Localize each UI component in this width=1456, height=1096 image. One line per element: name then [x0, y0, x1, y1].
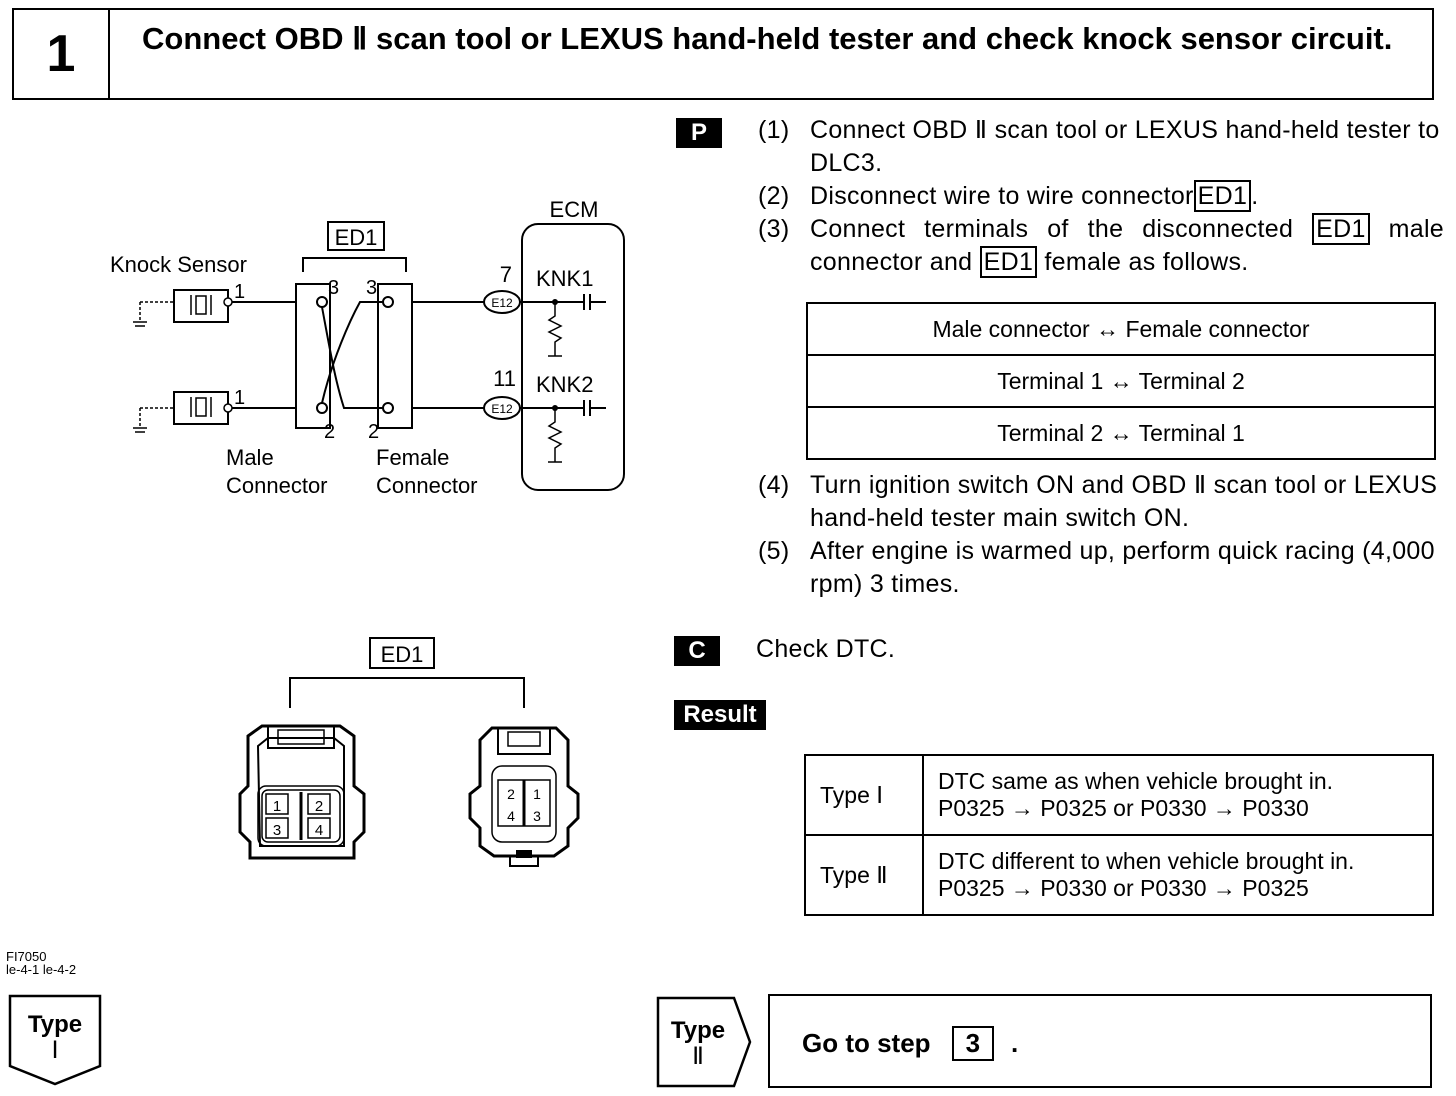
type-2-badge[interactable]: Type Ⅱ	[656, 996, 752, 1090]
svg-text:1: 1	[273, 798, 281, 815]
step-4: (4) Turn ignition switch ON and OBD Ⅱ sc…	[758, 471, 1438, 532]
male-connector-housing-icon	[238, 724, 366, 860]
step-5: (5) After engine is warmed up, perform q…	[758, 537, 1435, 598]
step-1: (1) Connect OBD Ⅱ scan tool or LEXUS han…	[758, 116, 1440, 177]
svg-text:2: 2	[315, 798, 323, 815]
result-type-cell: Type Ⅱ	[804, 834, 924, 916]
result-desc-cell: DTC different to when vehicle brought in…	[922, 834, 1434, 916]
male-connector-icon	[295, 283, 331, 429]
goto-step-box[interactable]: Go to step 3 .	[768, 994, 1432, 1088]
result-tag: Result	[674, 700, 766, 730]
connector-ed1-ref: ED1	[1312, 213, 1370, 245]
svg-text:4: 4	[507, 808, 515, 824]
ed1-label: ED1	[335, 225, 378, 250]
figure-code-line1: FI7050	[6, 949, 47, 964]
svg-text:Male: Male	[226, 445, 274, 470]
svg-text:Type: Type	[28, 1011, 82, 1038]
goto-step-number[interactable]: 3	[951, 1026, 994, 1061]
svg-text:KNK1: KNK1	[536, 266, 593, 291]
result-table: Type Ⅰ DTC same as when vehicle brought …	[804, 754, 1434, 916]
connection-table-header: Male connector ↔ Female connector	[806, 302, 1436, 356]
svg-text:11: 11	[493, 366, 516, 391]
svg-text:Connector: Connector	[376, 473, 478, 498]
svg-text:Ⅰ: Ⅰ	[51, 1038, 58, 1064]
step-3: (3) Connect terminals of the disconnecte…	[758, 213, 1444, 278]
wiring-diagram: ED1 ECM Knock Sensor 1 1 3 2 3 2 E12 E12…	[110, 197, 625, 498]
connection-table-row: Terminal 2 ↔ Terminal 1	[806, 406, 1436, 460]
goto-step-text: Go to step 3 .	[802, 1026, 1018, 1061]
check-dtc-text: Check DTC.	[756, 635, 896, 663]
svg-text:4: 4	[315, 822, 323, 839]
connection-table-row: Terminal 1 ↔ Terminal 2	[806, 354, 1436, 408]
svg-text:7: 7	[500, 262, 512, 287]
svg-text:1: 1	[533, 786, 541, 802]
svg-text:Type: Type	[671, 1017, 725, 1044]
female-connector-housing-icon	[468, 726, 580, 867]
knock-sensor-1-icon	[173, 289, 229, 323]
svg-text:1: 1	[234, 281, 245, 303]
knock-sensor-label: Knock Sensor	[110, 252, 247, 277]
svg-text:3: 3	[533, 808, 541, 824]
svg-text:3: 3	[366, 277, 377, 299]
step-number: 1	[14, 10, 110, 98]
knock-sensor-2-icon	[173, 391, 229, 425]
svg-text:1: 1	[234, 387, 245, 409]
connector-ed1-ref: ED1	[979, 246, 1038, 278]
type-1-badge[interactable]: Type Ⅰ	[8, 994, 104, 1088]
p-tag: P	[676, 118, 722, 148]
svg-text:2: 2	[324, 421, 335, 443]
svg-text:KNK2: KNK2	[536, 372, 593, 397]
svg-text:Ⅱ: Ⅱ	[692, 1044, 704, 1070]
connector-ed1-ref: ED1	[1193, 180, 1252, 212]
svg-text:E12: E12	[491, 402, 513, 416]
figure-code-line2: le-4-1 le-4-2	[6, 962, 77, 977]
svg-text:2: 2	[507, 786, 515, 802]
svg-text:2: 2	[368, 421, 379, 443]
svg-text:ED1: ED1	[381, 642, 424, 667]
svg-text:E12: E12	[491, 296, 513, 310]
connector-view-diagram: ED1 1 2 3 4 2 1 4 3	[238, 637, 580, 867]
female-connector-icon	[377, 283, 413, 429]
result-type-cell: Type Ⅰ	[804, 754, 924, 836]
ecm-label: ECM	[550, 197, 599, 222]
connection-table: Male connector ↔ Female connector Termin…	[806, 302, 1436, 460]
svg-text:Female: Female	[376, 445, 449, 470]
svg-text:3: 3	[328, 277, 339, 299]
step-header: 1 Connect OBD Ⅱ scan tool or LEXUS hand-…	[12, 8, 1434, 100]
svg-text:3: 3	[273, 822, 281, 839]
result-desc-cell: DTC same as when vehicle brought in. P03…	[922, 754, 1434, 836]
step-title: Connect OBD Ⅱ scan tool or LEXUS hand-he…	[142, 21, 1393, 56]
svg-text:Connector: Connector	[226, 473, 328, 498]
figure-code: FI7050 le-4-1 le-4-2	[6, 950, 76, 976]
c-tag: C	[674, 636, 720, 666]
